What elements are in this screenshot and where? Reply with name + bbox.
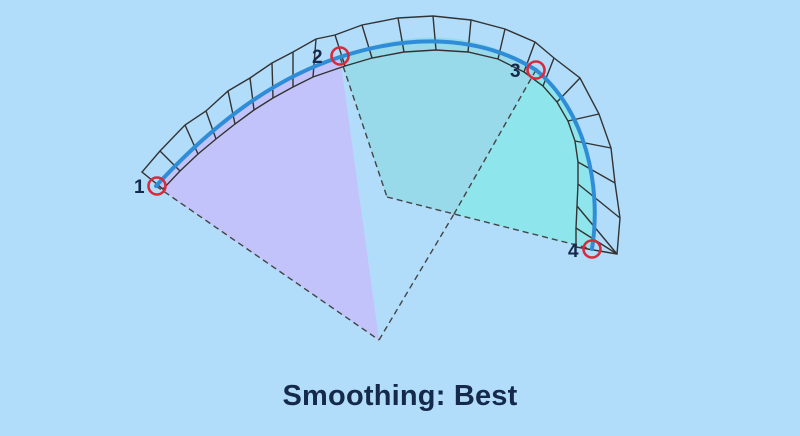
point-label-2: 2 bbox=[312, 47, 323, 68]
sector-purple-fill bbox=[156, 57, 379, 340]
segmented-band bbox=[140, 15, 621, 255]
band-segment-divider bbox=[574, 140, 612, 149]
construction-lines bbox=[155, 56, 593, 341]
band-segment-divider bbox=[542, 57, 555, 87]
band-segment-divider bbox=[576, 205, 618, 255]
point-label-1: 1 bbox=[134, 177, 145, 198]
dashed-radius-3 bbox=[453, 69, 537, 215]
band-segment-divider bbox=[334, 34, 346, 67]
circle-marker-icon[interactable] bbox=[526, 60, 546, 80]
band-segment-divider bbox=[227, 90, 236, 125]
band-segment-divider bbox=[467, 19, 472, 53]
band-segment-divider bbox=[205, 110, 217, 140]
dashed-radius-1b bbox=[378, 213, 455, 341]
smooth-path bbox=[154, 39, 597, 251]
band-segment-divider bbox=[577, 183, 621, 219]
sector-blue bbox=[340, 37, 536, 214]
sector-cyan bbox=[454, 70, 595, 249]
point-label-4: 4 bbox=[568, 241, 579, 262]
band-segment-divider bbox=[249, 77, 255, 111]
dashed-radius-2 bbox=[339, 56, 388, 198]
band-segment-divider bbox=[577, 161, 616, 184]
caption: Smoothing: Best bbox=[282, 380, 518, 412]
circle-marker-icon[interactable] bbox=[147, 176, 167, 196]
dashed-radius-1 bbox=[155, 185, 380, 341]
point-label-3: 3 bbox=[510, 61, 521, 82]
band-segment-divider bbox=[397, 17, 405, 53]
band-segment-divider bbox=[184, 124, 199, 155]
band-segment-divider bbox=[312, 38, 317, 78]
band-segment-divider bbox=[523, 41, 536, 73]
band-segment-divider bbox=[361, 24, 373, 59]
circle-marker-icon[interactable] bbox=[330, 46, 350, 66]
band-segment-divider bbox=[432, 15, 437, 51]
circle-marker-icon[interactable] bbox=[582, 239, 602, 259]
dashed-radius-4 bbox=[386, 196, 593, 250]
band-segment-divider bbox=[271, 62, 274, 99]
band-segment-divider bbox=[159, 150, 181, 172]
